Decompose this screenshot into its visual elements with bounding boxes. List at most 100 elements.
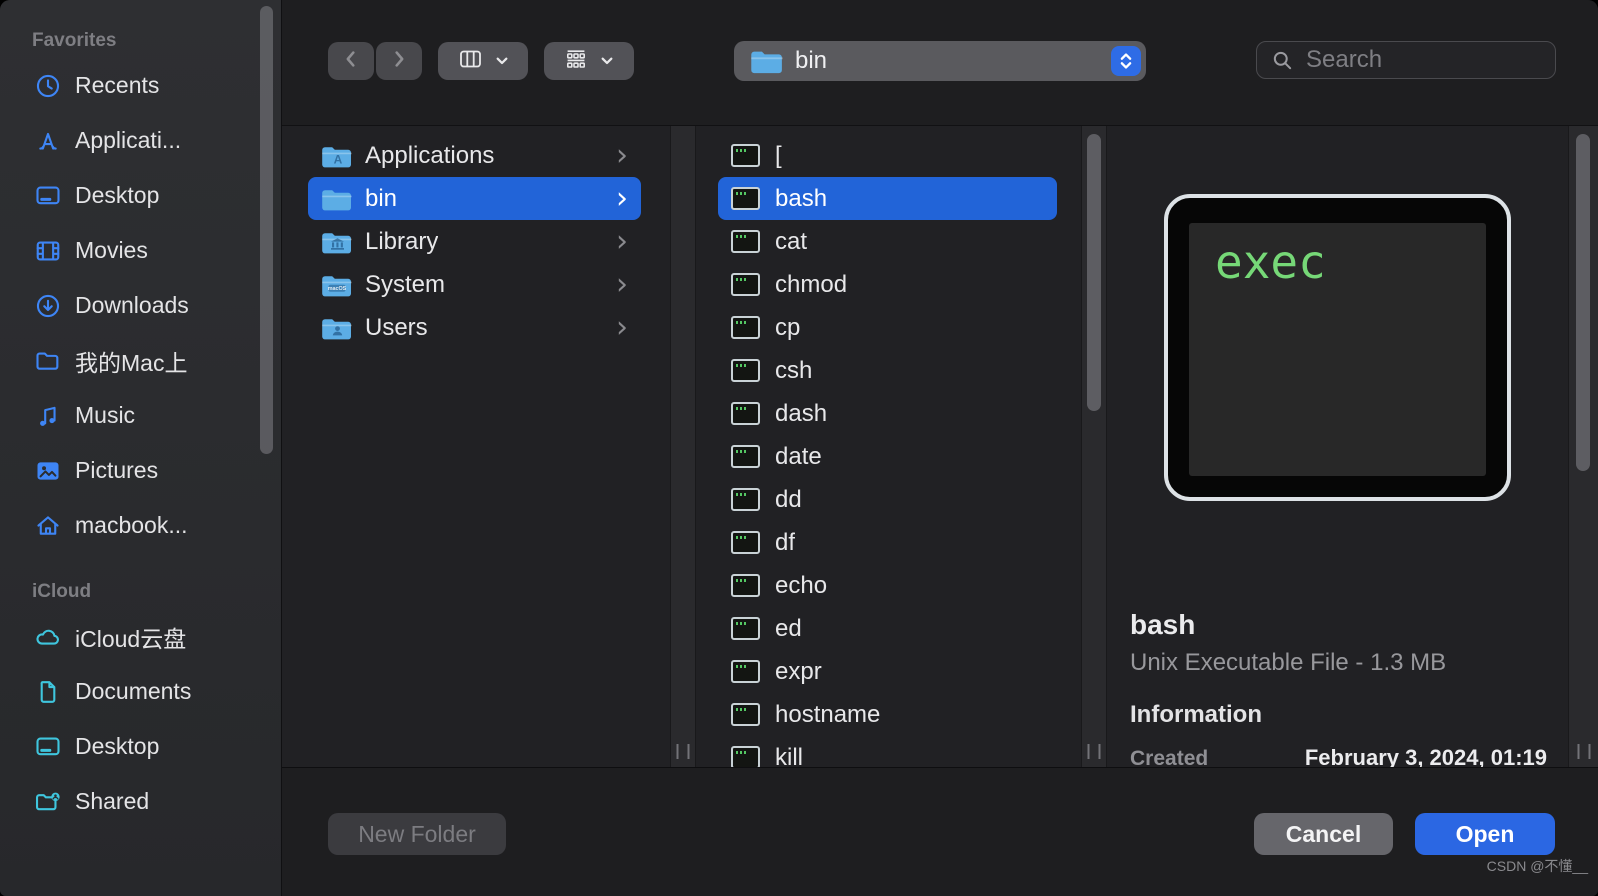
new-folder-button[interactable]: New Folder xyxy=(328,813,506,855)
chevron-down-icon xyxy=(599,53,615,69)
desktop-icon xyxy=(30,181,66,211)
preview-file-name: bash xyxy=(1130,609,1196,640)
film-icon xyxy=(30,236,66,266)
file-name: echo xyxy=(775,571,828,599)
executable-file-icon xyxy=(731,187,760,210)
back-button[interactable] xyxy=(328,42,374,80)
executable-file-icon xyxy=(731,660,760,683)
file-name: [ xyxy=(775,141,782,169)
file-name: cat xyxy=(775,227,808,255)
path-stepper-button[interactable] xyxy=(1111,46,1141,76)
created-label: Created xyxy=(1130,747,1209,767)
file-row-echo[interactable]: echo xyxy=(718,564,1057,607)
sidebar-item-macbook-[interactable]: macbook... xyxy=(0,498,281,553)
sidebar-item-label: 我的Mac上 xyxy=(75,349,188,376)
sidebar-item-desktop[interactable]: Desktop xyxy=(0,168,281,223)
file-row-cat[interactable]: cat xyxy=(718,220,1057,263)
file-row-ed[interactable]: ed xyxy=(718,607,1057,650)
file-name: dash xyxy=(775,399,828,427)
file-name: kill xyxy=(775,743,803,768)
file-name: ed xyxy=(775,614,802,642)
resize-grip-icon[interactable] xyxy=(1087,744,1101,759)
file-row-bash[interactable]: bash xyxy=(718,177,1057,220)
file-row-hostname[interactable]: hostname xyxy=(718,693,1057,736)
column-divider[interactable] xyxy=(670,126,696,767)
sidebar-item-label: iCloud云盘 xyxy=(75,625,187,652)
sidebar-section-header: Favorites xyxy=(32,30,117,51)
svg-text:A: A xyxy=(334,152,343,166)
sidebar-item--mac-[interactable]: 我的Mac上 xyxy=(0,333,281,388)
resize-grip-icon[interactable] xyxy=(1577,744,1590,759)
file-scrollbar-track[interactable] xyxy=(1081,126,1107,767)
file-name: dd xyxy=(775,485,802,513)
file-row-dd[interactable]: dd xyxy=(718,478,1057,521)
open-button[interactable]: Open xyxy=(1415,813,1555,855)
file-row-expr[interactable]: expr xyxy=(718,650,1057,693)
file-row-df[interactable]: df xyxy=(718,521,1057,564)
chevron-right-icon: › xyxy=(616,137,628,173)
cancel-button[interactable]: Cancel xyxy=(1254,813,1393,855)
sidebar-item-label: Music xyxy=(75,402,136,428)
group-view-button[interactable] xyxy=(544,42,634,80)
sidebar-item-recents[interactable]: Recents xyxy=(0,58,281,113)
sidebar-item-applicati-[interactable]: Applicati... xyxy=(0,113,281,168)
preview-scrollbar-track[interactable] xyxy=(1568,126,1598,767)
desktop-icon xyxy=(30,732,66,762)
folder-row-bin[interactable]: bin› xyxy=(308,177,641,220)
executable-file-icon xyxy=(731,531,760,554)
search-input[interactable] xyxy=(1304,45,1598,75)
file-scrollbar-thumb[interactable] xyxy=(1087,134,1101,411)
sidebar-item-label: Applicati... xyxy=(75,127,182,153)
sidebar-item-documents[interactable]: Documents xyxy=(0,664,281,719)
preview-scrollbar-thumb[interactable] xyxy=(1576,134,1590,471)
download-circle-icon xyxy=(30,291,66,321)
chevron-right-icon: › xyxy=(616,223,628,259)
sidebar-item-shared[interactable]: Shared xyxy=(0,774,281,829)
file-row-cp[interactable]: cp xyxy=(718,306,1057,349)
sidebar-item-label: macbook... xyxy=(75,512,188,538)
sidebar-item-movies[interactable]: Movies xyxy=(0,223,281,278)
executable-file-icon xyxy=(731,359,760,382)
sidebar-item-label: Shared xyxy=(75,788,150,814)
preview-file-kind: Unix Executable File - 1.3 MB xyxy=(1130,649,1447,676)
file-name: date xyxy=(775,442,822,470)
file-row-dash[interactable]: dash xyxy=(718,392,1057,435)
folder-name: Library xyxy=(365,227,439,255)
file-row-date[interactable]: date xyxy=(718,435,1057,478)
blue-folder-icon xyxy=(321,315,353,341)
search-field[interactable] xyxy=(1256,41,1598,79)
file-row--[interactable]: [ xyxy=(718,134,1057,177)
sidebar-item-pictures[interactable]: Pictures xyxy=(0,443,281,498)
file-row-kill[interactable]: kill xyxy=(718,736,1057,767)
terminal-screen: exec xyxy=(1189,223,1486,476)
path-label: bin xyxy=(795,47,828,74)
up-down-chevrons-icon xyxy=(1120,53,1132,69)
document-icon xyxy=(30,677,66,707)
sidebar-scrollbar[interactable] xyxy=(260,6,273,454)
sidebar-section-header: iCloud xyxy=(32,581,92,602)
column-view-button[interactable] xyxy=(438,42,528,80)
blue-folder-icon: A xyxy=(321,143,353,169)
sidebar-item-music[interactable]: Music xyxy=(0,388,281,443)
sidebar-item-label: Recents xyxy=(75,72,160,98)
executable-file-icon xyxy=(731,230,760,253)
sidebar-item-desktop[interactable]: Desktop xyxy=(0,719,281,774)
sidebar-item-label: Documents xyxy=(75,678,192,704)
sidebar-item-downloads[interactable]: Downloads xyxy=(0,278,281,333)
path-selector[interactable]: bin xyxy=(734,41,1146,81)
blue-folder-icon xyxy=(751,51,783,74)
resize-grip-icon[interactable] xyxy=(676,744,690,759)
file-row-csh[interactable]: csh xyxy=(718,349,1057,392)
preview-information-header: Information xyxy=(1130,701,1262,728)
folder-row-users[interactable]: Users› xyxy=(308,306,641,349)
folder-outline-icon xyxy=(30,346,66,376)
file-row-chmod[interactable]: chmod xyxy=(718,263,1057,306)
folder-row-library[interactable]: Library › xyxy=(308,220,641,263)
sidebar-item-icloud-[interactable]: iCloud云盘 xyxy=(0,609,281,664)
forward-button[interactable] xyxy=(376,42,422,80)
